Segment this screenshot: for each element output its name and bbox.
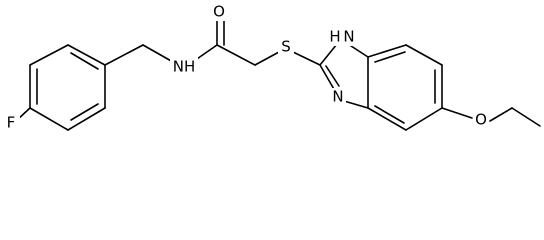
imidazole-h-atom: H bbox=[329, 28, 340, 46]
ch2-n-bond bbox=[142, 44, 174, 63]
c-o-ether-bond bbox=[441, 107, 473, 119]
ring-double-bond bbox=[374, 105, 405, 124]
benzyl-ch2-bond bbox=[104, 44, 144, 66]
ch2-s-bond bbox=[254, 51, 280, 66]
ring-bond bbox=[405, 44, 443, 66]
sulfur-atom: S bbox=[281, 38, 291, 56]
n3-c3a-bond bbox=[343, 100, 369, 109]
benzimidazole-benzene-ring bbox=[367, 44, 443, 131]
imidazole-n3-atom: N bbox=[332, 88, 343, 106]
label-mask bbox=[278, 39, 294, 57]
ring-double-bond bbox=[70, 52, 99, 70]
ring-double-bond bbox=[70, 103, 99, 121]
ring-bond bbox=[29, 107, 69, 131]
amide-nh-atom: NH bbox=[173, 58, 196, 76]
ether-oxygen-atom: O bbox=[475, 111, 487, 129]
ring-bond bbox=[67, 107, 106, 131]
fluorine-atom: F bbox=[7, 114, 16, 132]
fluorophenyl-ring bbox=[29, 44, 106, 131]
imidazole-ring bbox=[319, 43, 369, 109]
ring-bond bbox=[367, 44, 407, 58]
carbonyl-oxygen-atom: O bbox=[213, 3, 225, 21]
ring-bond bbox=[67, 44, 106, 66]
ring-bond bbox=[367, 107, 407, 131]
label-mask bbox=[330, 88, 346, 106]
imidazole-n1-atom: N bbox=[343, 28, 354, 46]
nh-c7a-bond bbox=[347, 43, 369, 58]
label-mask bbox=[211, 3, 227, 21]
ring-bond bbox=[29, 44, 69, 66]
o-ch2-bond bbox=[489, 107, 513, 122]
ch2-ch3-bond bbox=[511, 107, 541, 127]
label-mask bbox=[473, 111, 489, 129]
label-mask bbox=[170, 57, 198, 75]
c2-nh-bond bbox=[319, 43, 338, 66]
chemical-structure-diagram: F NH O S H N N O bbox=[4, 2, 541, 132]
ring-bond bbox=[405, 107, 443, 131]
c2-n3-double-bond bbox=[325, 65, 340, 87]
label-mask bbox=[4, 113, 20, 131]
carbonyl-ch2-bond bbox=[216, 44, 256, 66]
label-mask bbox=[327, 28, 357, 46]
ring-double-bond bbox=[374, 51, 406, 63]
c2-n3-bond bbox=[319, 64, 336, 92]
s-c2-bond bbox=[292, 51, 321, 66]
